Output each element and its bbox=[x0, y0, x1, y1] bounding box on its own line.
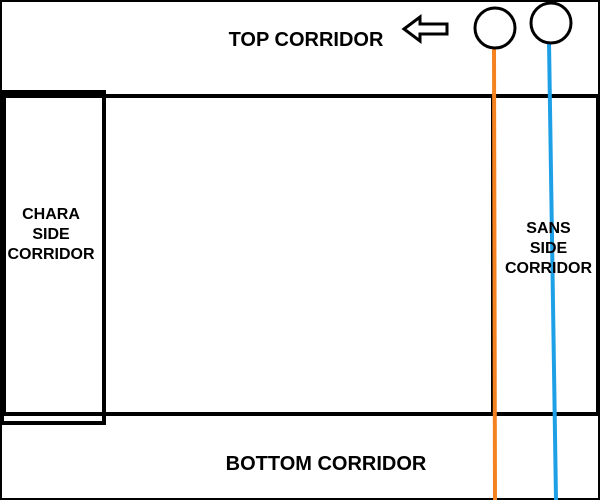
chara-side-corridor-label: CHARA SIDE CORRIDOR bbox=[7, 206, 95, 263]
arrow-left-icon bbox=[401, 14, 449, 44]
blue-path-line bbox=[547, 41, 558, 500]
circle-marker-2 bbox=[529, 1, 573, 45]
top-corridor-label: TOP CORRIDOR bbox=[228, 29, 384, 51]
orange-path-line bbox=[492, 45, 497, 500]
bottom-corridor-label: BOTTOM CORRIDOR bbox=[225, 453, 427, 475]
sans-side-corridor-label: SANS SIDE CORRIDOR bbox=[504, 220, 593, 277]
circle-marker-1 bbox=[473, 6, 517, 50]
chara-side-corridor-box bbox=[0, 90, 106, 425]
